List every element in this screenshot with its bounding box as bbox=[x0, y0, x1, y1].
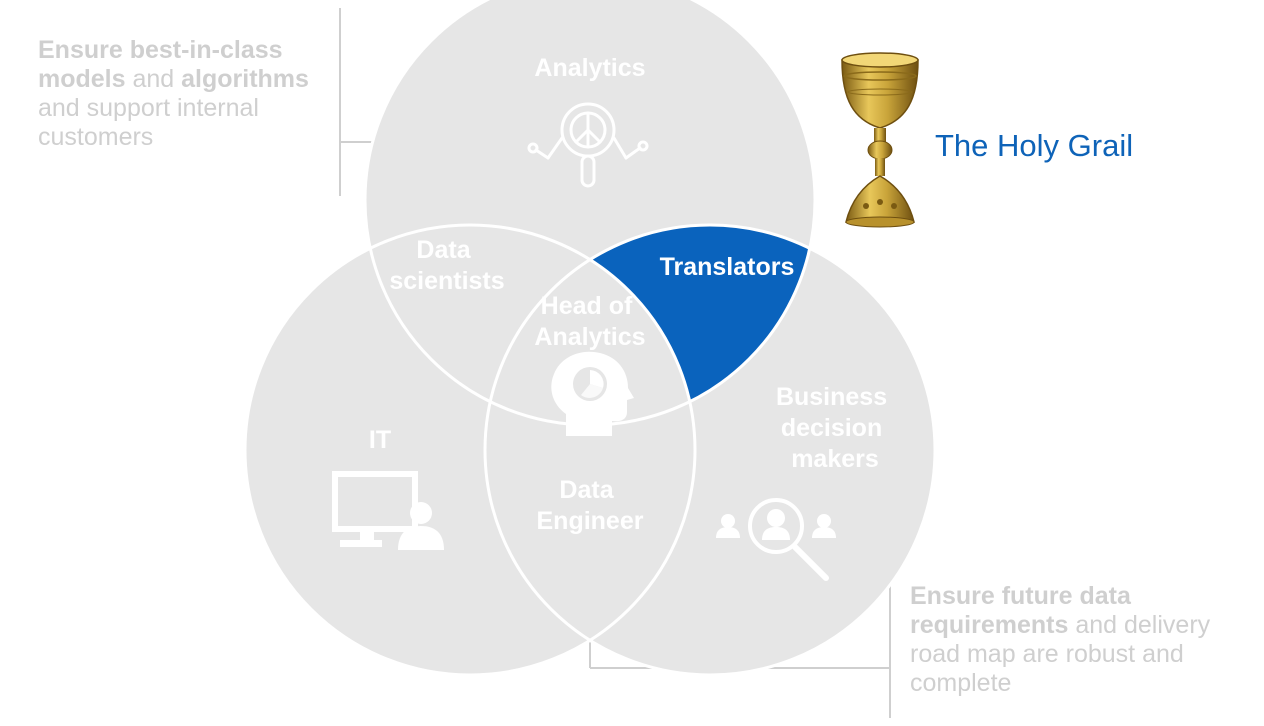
note-top-bold-3: algorithms bbox=[181, 65, 309, 93]
label-data-scientists: Data scientists bbox=[389, 236, 504, 295]
label-analytics: Analytics bbox=[534, 54, 645, 82]
label-data-engineer-line1: Data bbox=[559, 476, 614, 504]
label-data-engineer: Data Engineer bbox=[537, 476, 644, 535]
note-top-text-2: and support internal customers bbox=[38, 94, 259, 151]
label-head-line2: Analytics bbox=[534, 323, 645, 351]
label-business-line1: Business bbox=[776, 383, 887, 411]
label-business-line2: decision bbox=[781, 414, 882, 442]
computer-user-icon bbox=[332, 471, 444, 550]
label-translators: Translators bbox=[660, 253, 795, 281]
label-data-engineer-line2: Engineer bbox=[537, 507, 644, 535]
note-bottom-text-1: and delivery road map are robust and com… bbox=[910, 611, 1211, 697]
note-bottom-bold-2: requirements bbox=[910, 611, 1069, 639]
note-top-bold-1: Ensure best-in-class bbox=[38, 36, 283, 64]
grail-title: The Holy Grail bbox=[935, 128, 1134, 163]
note-bottom-bold-1: Ensure future data bbox=[910, 582, 1131, 610]
circle-it-outline bbox=[243, 223, 697, 677]
note-top-bold-2: models bbox=[38, 65, 126, 93]
note-top-text-1: and bbox=[125, 65, 182, 93]
chalice-icon bbox=[841, 52, 919, 228]
label-head-line1: Head of bbox=[541, 292, 633, 320]
people-search-icon bbox=[716, 498, 836, 581]
label-business-line3: makers bbox=[791, 445, 879, 473]
note-bottom: Ensure future data requirements and deli… bbox=[910, 582, 1260, 698]
head-pie-chart-icon bbox=[551, 351, 634, 436]
label-head-of-analytics: Head of Analytics bbox=[534, 292, 645, 351]
label-data-scientists-line1: Data bbox=[416, 236, 471, 264]
magnifier-network-icon bbox=[527, 102, 649, 188]
note-top: Ensure best-in-class models and algorith… bbox=[38, 36, 358, 152]
label-business: Business decision makers bbox=[776, 383, 894, 473]
label-data-scientists-line2: scientists bbox=[389, 267, 504, 295]
label-it: IT bbox=[369, 426, 391, 454]
circle-business-outline bbox=[483, 223, 937, 677]
